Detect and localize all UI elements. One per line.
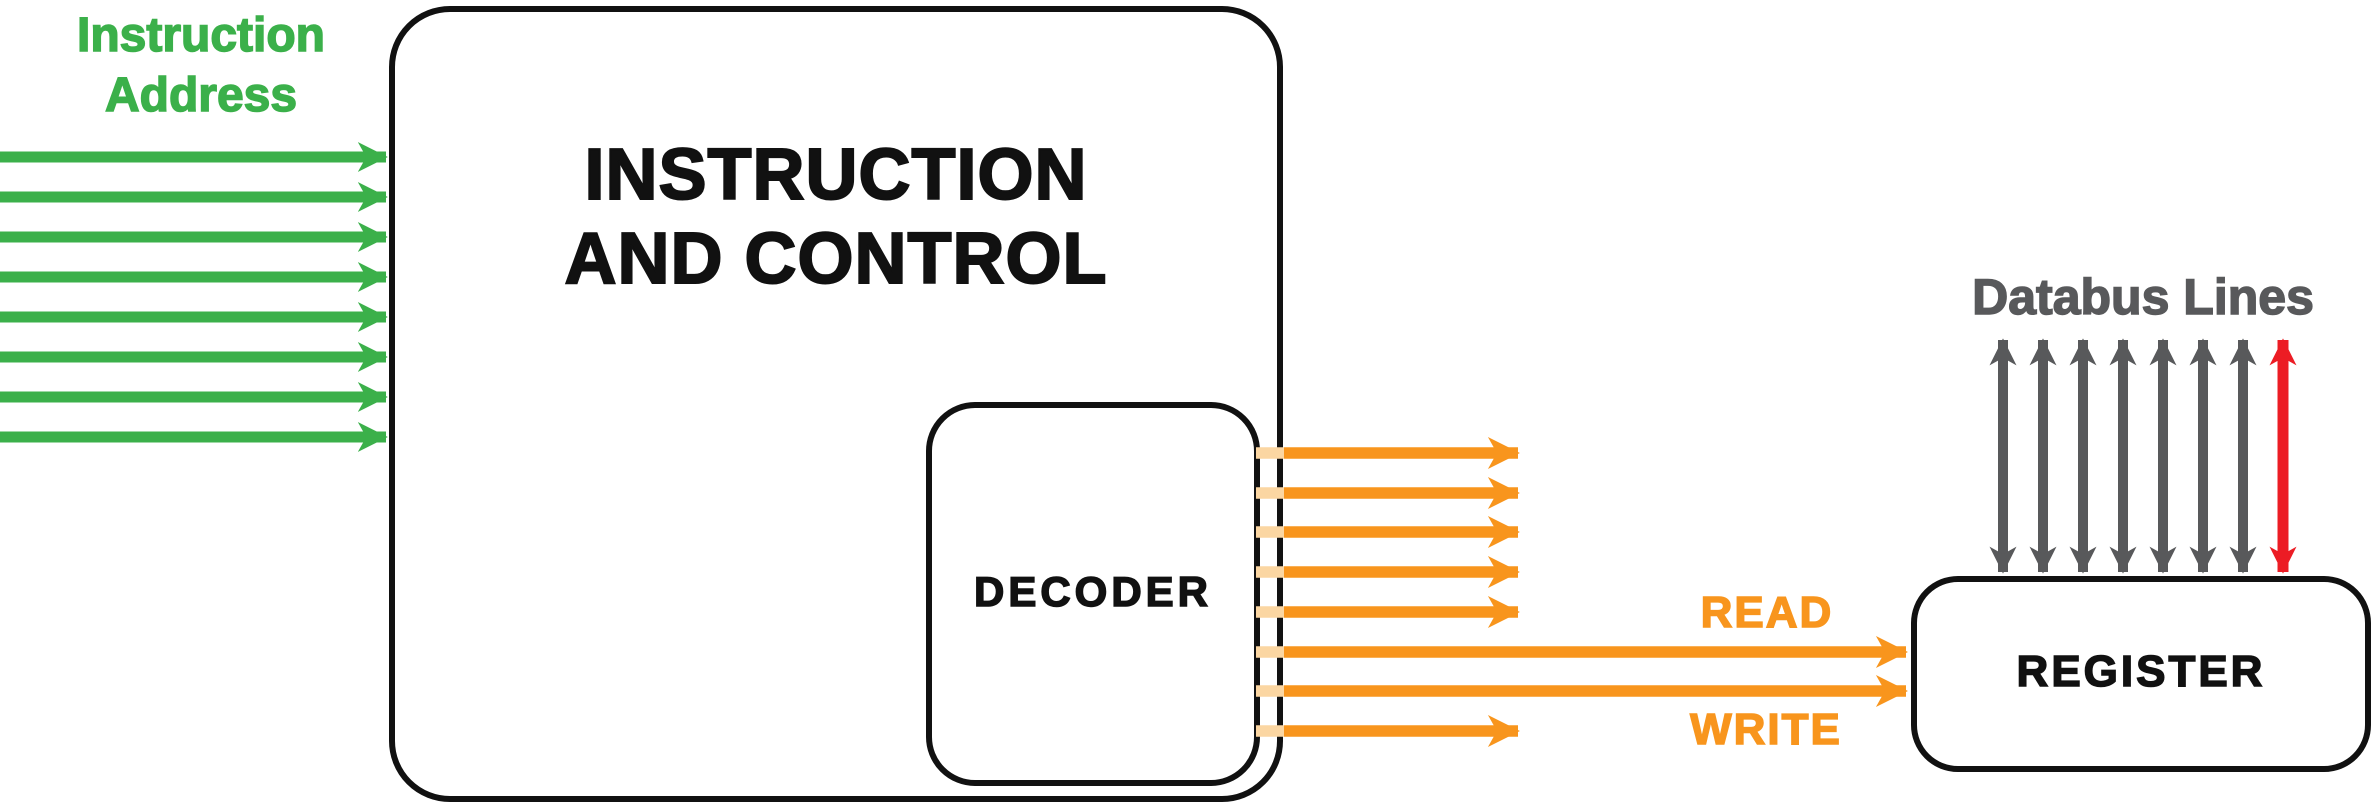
- instruction-address-label: Instruction Address: [76, 6, 326, 126]
- databus-arrows: [1989, 338, 2297, 574]
- instruction-and-control-title: INSTRUCTION AND CONTROL: [564, 133, 1108, 301]
- register-title: REGISTER: [2016, 647, 2266, 696]
- instruction-and-control-title-line2: AND CONTROL: [564, 218, 1108, 300]
- decoder-title: DECODER: [973, 568, 1213, 615]
- instruction-address-label-line1: Instruction: [76, 8, 326, 63]
- databus-lines-label: Databus Lines: [1971, 269, 2314, 325]
- read-label: READ: [1700, 588, 1834, 637]
- register-box: [1911, 576, 2371, 772]
- decoder-output-arrows: [1256, 437, 1908, 747]
- decoder-box: [926, 402, 1260, 786]
- instruction-address-label-line2: Address: [104, 68, 298, 123]
- instruction-address-arrows: [0, 142, 388, 452]
- write-label: WRITE: [1689, 705, 1842, 754]
- instruction-and-control-title-line1: INSTRUCTION: [584, 134, 1088, 216]
